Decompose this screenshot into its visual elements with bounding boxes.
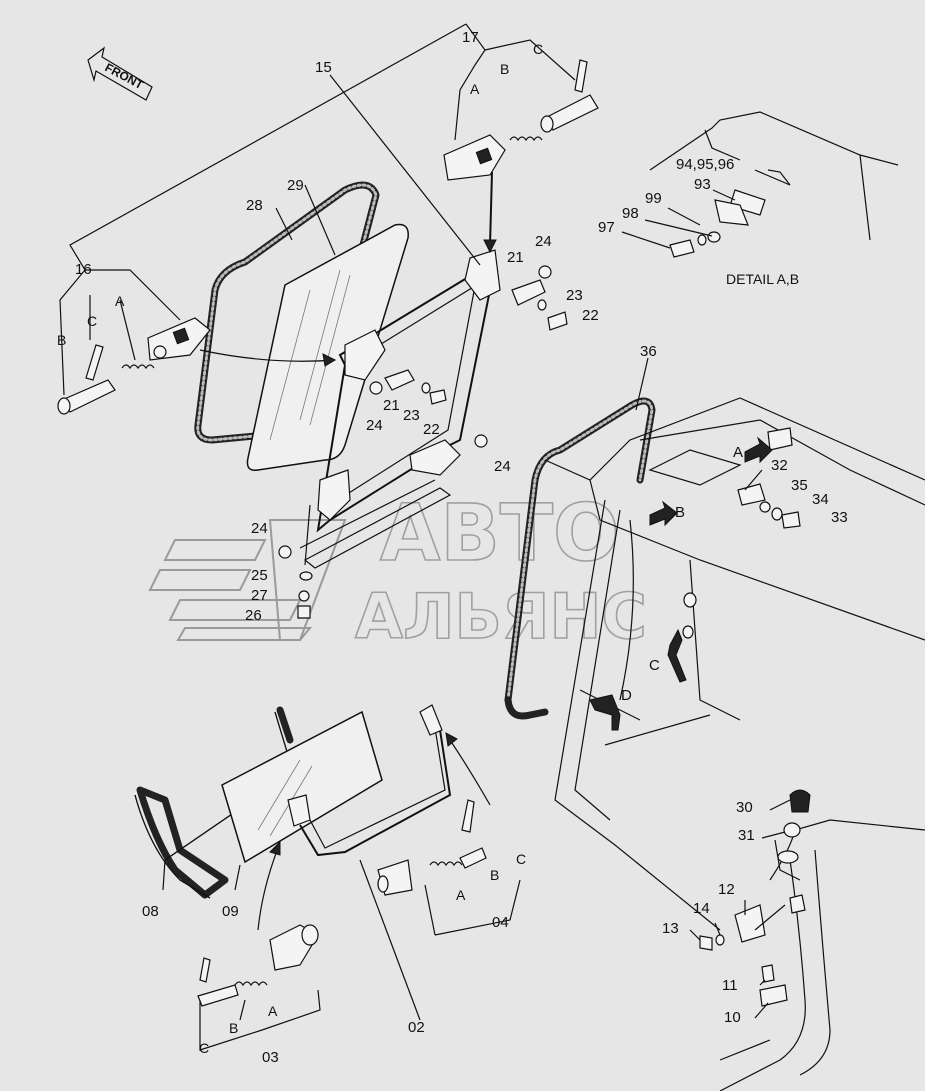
part-number-09: 09 xyxy=(222,903,239,920)
sub-label-17A: A xyxy=(470,81,480,97)
part-number-22a: 22 xyxy=(582,307,599,324)
part-number-98: 98 xyxy=(622,205,639,222)
part-number-24a: 24 xyxy=(535,233,552,250)
part-number-23a: 23 xyxy=(566,287,583,304)
glass-reflection-lines xyxy=(269,269,351,441)
sub-assembly-labels: C B A C B A A B C B A C xyxy=(57,41,543,1056)
cab-marker-B: B xyxy=(675,504,685,521)
part-number-14: 14 xyxy=(693,900,710,917)
sub-label-03B: B xyxy=(229,1020,238,1036)
part-number-24d: 24 xyxy=(251,520,268,537)
part-number-29: 29 xyxy=(287,177,304,194)
sub-label-16B: B xyxy=(57,332,66,348)
part-number-25: 25 xyxy=(251,567,268,584)
part-number-17: 17 xyxy=(462,29,479,46)
part-number-03: 03 xyxy=(262,1049,279,1066)
detail-ab-label: DETAIL A,B xyxy=(726,271,799,287)
part-number-08: 08 xyxy=(142,903,159,920)
sub-label-04A: A xyxy=(456,887,466,903)
lower-window-assembly xyxy=(134,704,491,1007)
front-arrow-icon: FRONT xyxy=(87,46,153,101)
cab-marker-D: D xyxy=(621,687,632,704)
part-number-28: 28 xyxy=(246,197,263,214)
detail-ab: DETAIL A,B xyxy=(649,111,899,287)
part-number-36: 36 xyxy=(640,343,657,360)
sub-label-16C: C xyxy=(87,313,97,329)
sub-label-03A: A xyxy=(268,1003,278,1019)
part-number-99: 99 xyxy=(645,190,662,207)
leader-lines xyxy=(59,23,791,1051)
part-number-12: 12 xyxy=(718,881,735,898)
part-number-16: 16 xyxy=(75,261,92,278)
part-number-94-96: 94,95,96 xyxy=(676,156,734,173)
part-number-93: 93 xyxy=(694,176,711,193)
part-number-23b: 23 xyxy=(403,407,420,424)
part-number-24c: 24 xyxy=(494,458,511,475)
part-number-04: 04 xyxy=(492,914,509,931)
part-number-35: 35 xyxy=(791,477,808,494)
part-number-30: 30 xyxy=(736,799,753,816)
cab-body xyxy=(504,397,925,931)
part-number-27: 27 xyxy=(251,587,268,604)
part-number-34: 34 xyxy=(812,491,829,508)
hinge-detail xyxy=(699,789,925,1091)
sub-label-17B: B xyxy=(500,61,509,77)
part-number-10: 10 xyxy=(724,1009,741,1026)
part-number-32: 32 xyxy=(771,457,788,474)
part-number-labels: 17 15 28 29 16 21 24 23 22 21 23 24 22 2… xyxy=(75,29,848,1066)
part-number-13: 13 xyxy=(662,920,679,937)
part-number-33: 33 xyxy=(831,509,848,526)
sub-label-04C: C xyxy=(516,851,526,867)
part-number-21a: 21 xyxy=(507,249,524,266)
watermark-line1: АВТО xyxy=(380,489,619,579)
sub-label-16A: A xyxy=(115,293,125,309)
part-number-11: 11 xyxy=(722,977,738,994)
part-number-24b: 24 xyxy=(366,417,383,434)
sub-label-04B: B xyxy=(490,867,499,883)
part-number-02: 02 xyxy=(408,1019,425,1036)
sub-label-17C: C xyxy=(533,41,543,57)
upper-window-assembly xyxy=(57,59,599,619)
part-number-97: 97 xyxy=(598,219,615,236)
part-number-15: 15 xyxy=(315,59,332,76)
part-number-26: 26 xyxy=(245,607,262,624)
watermark: АВТО АЛЬЯНС xyxy=(148,488,648,654)
cab-marker-labels: A B C D xyxy=(621,444,743,704)
cab-marker-A: A xyxy=(733,444,743,461)
cab-marker-C: C xyxy=(649,657,660,674)
part-number-31: 31 xyxy=(738,827,755,844)
sub-label-03C: C xyxy=(199,1040,209,1056)
part-number-22b: 22 xyxy=(423,421,440,438)
part-number-21b: 21 xyxy=(383,397,400,414)
